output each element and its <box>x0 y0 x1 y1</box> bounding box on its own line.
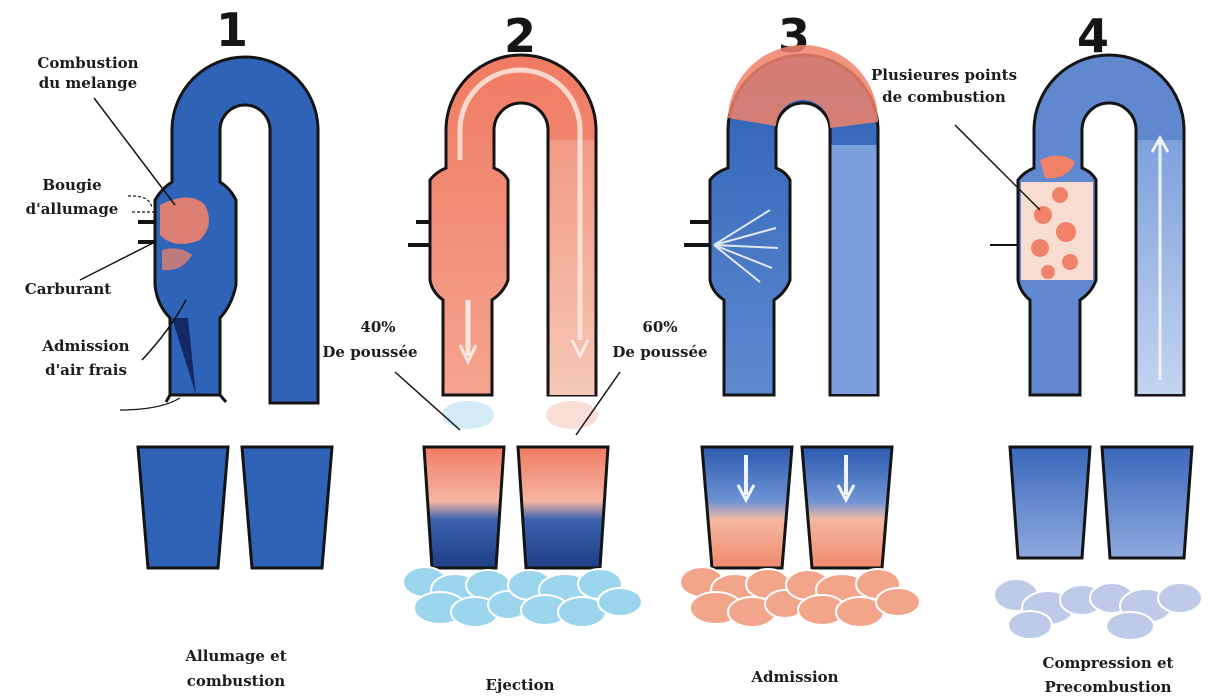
stage-3: 3 Admission <box>680 9 920 686</box>
stage-2-caption: Ejection <box>485 676 554 694</box>
stage-4-caption-line1: Compression et <box>1043 654 1174 672</box>
stage-2-right-cone <box>518 447 608 568</box>
label-spark-line2: d'allumage <box>26 200 119 218</box>
label-intake-line1: Admission <box>41 337 129 355</box>
label-intake-line2: d'air frais <box>45 361 127 379</box>
label-left-thrust: De poussée <box>322 343 417 361</box>
stage-3-cloud <box>680 567 920 627</box>
stage-1-left-cone <box>138 447 228 568</box>
label-points-line2: de combustion <box>882 88 1006 106</box>
stage-1: 1 Combustion du melange Bougie d'allumag… <box>25 3 332 690</box>
stage-1-caption-line2: combustion <box>187 672 285 690</box>
stage-2-left-cone <box>424 447 504 568</box>
stage-4-caption-line2: Precombustion <box>1044 678 1171 696</box>
stage-4-right-cone <box>1102 447 1192 558</box>
stage-1-number: 1 <box>216 3 248 57</box>
label-fuel: Carburant <box>25 280 111 298</box>
label-spark-line1: Bougie <box>42 176 101 194</box>
label-points-line1: Plusieures points <box>871 66 1017 84</box>
label-40-percent: 40% <box>360 318 395 336</box>
label-combustion-line2: du melange <box>39 74 137 92</box>
label-combustion-line1: Combustion <box>37 54 138 72</box>
label-60-percent: 60% <box>642 318 677 336</box>
stage-1-combustion-area <box>160 198 209 245</box>
stage-4-cloud <box>994 579 1202 640</box>
stage-3-caption: Admission <box>750 668 838 686</box>
stage-1-right-cone <box>242 447 332 568</box>
stage-2: 2 40% De poussée <box>322 9 707 694</box>
stage-2-cloud <box>403 567 642 627</box>
stage-4: 4 Plusieures points de combustion <box>871 9 1202 696</box>
stage-4-left-cone <box>1010 447 1090 558</box>
stage-1-caption-line1: Allumage et <box>184 647 286 665</box>
label-right-thrust: De poussée <box>612 343 707 361</box>
